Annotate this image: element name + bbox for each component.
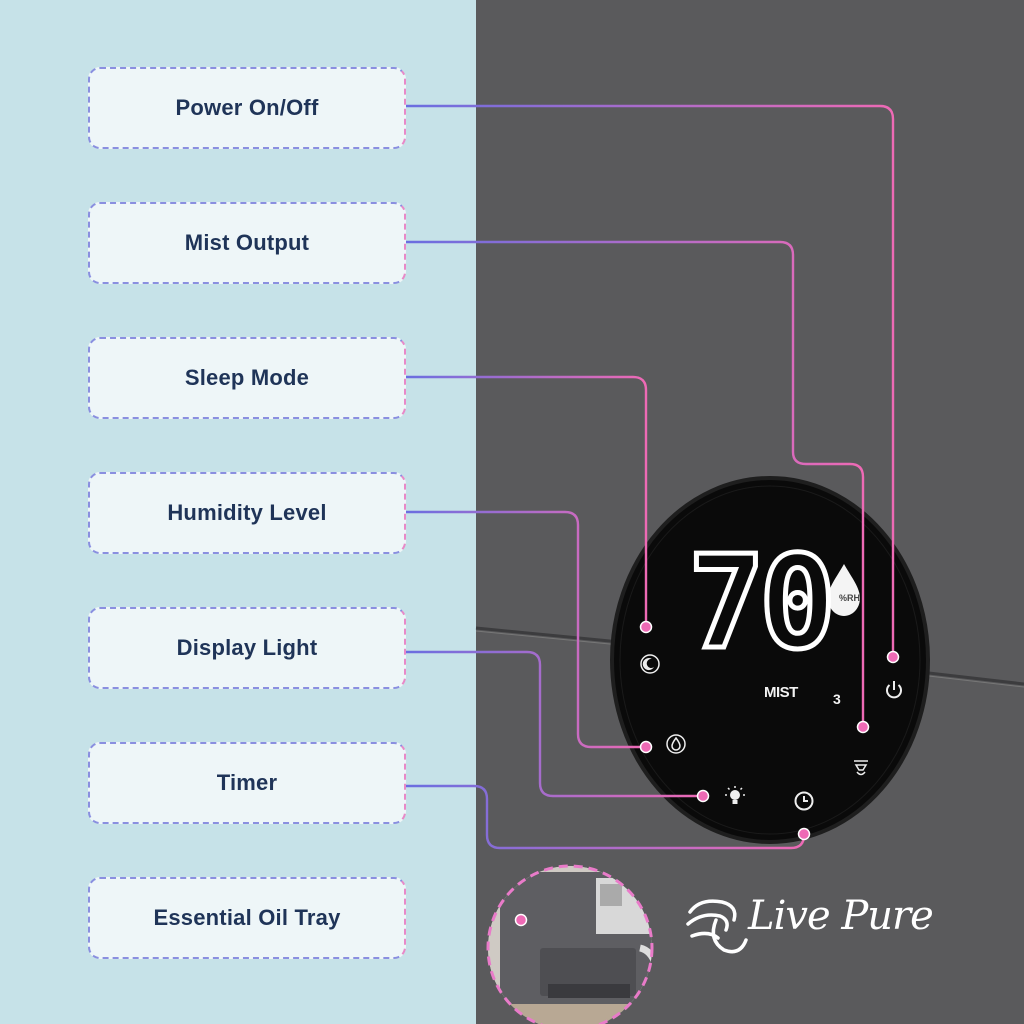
label-sleep: Sleep Mode (88, 337, 406, 419)
label-display: Display Light (88, 607, 406, 689)
label-power: Power On/Off (88, 67, 406, 149)
device-surface (476, 0, 1024, 1024)
humidity-reading: 70 (685, 529, 838, 678)
clock-icon[interactable] (791, 790, 817, 816)
label-oil: Essential Oil Tray (88, 877, 406, 959)
mode-indicator: MIST (764, 684, 798, 701)
droplet-icon[interactable] (663, 733, 689, 759)
label-mist: Mist Output (88, 202, 406, 284)
mist-level-indicator: 3 (833, 691, 841, 707)
humidity-unit: %RH (839, 593, 861, 603)
brand-name: Live Pure (748, 893, 934, 939)
label-timer: Timer (88, 742, 406, 824)
moon-icon[interactable] (637, 653, 663, 679)
mist-icon[interactable] (848, 757, 874, 783)
label-humidity: Humidity Level (88, 472, 406, 554)
bulb-icon[interactable] (722, 784, 748, 810)
power-icon[interactable] (881, 678, 907, 704)
brand: Live Pure (686, 893, 934, 939)
